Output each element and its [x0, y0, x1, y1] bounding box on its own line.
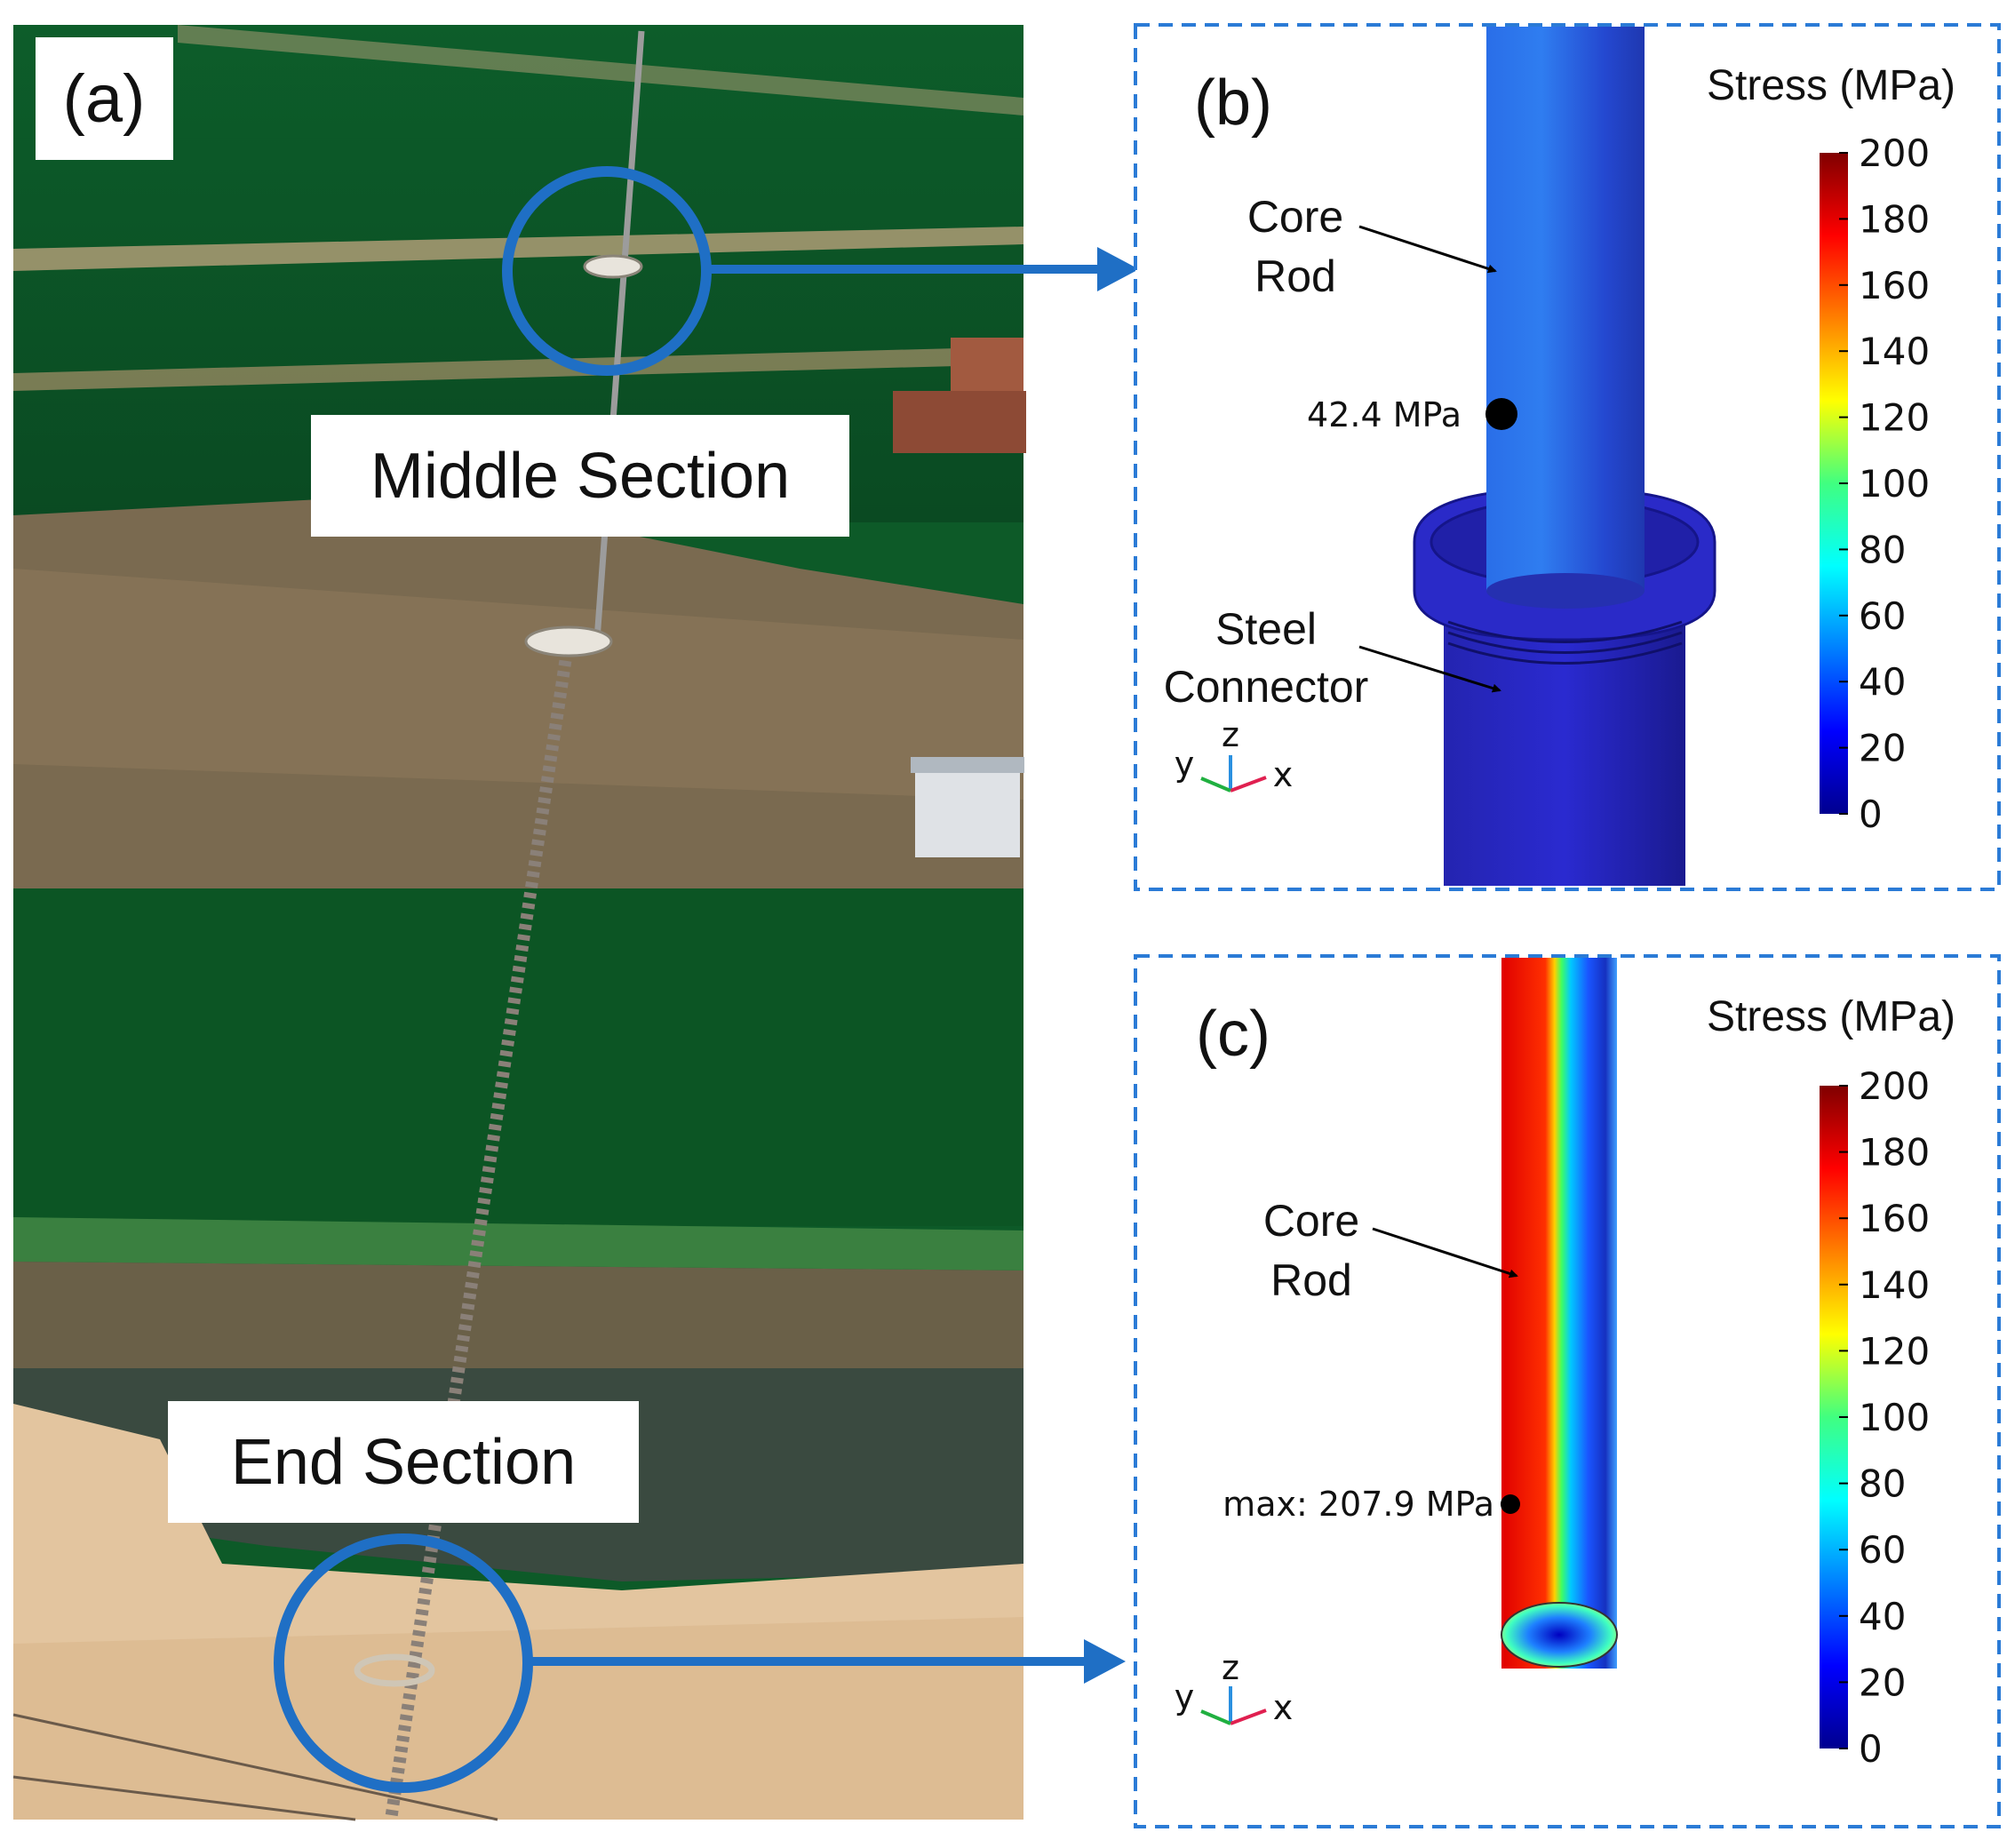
panel-b-core-rod-pointer [1358, 225, 1497, 274]
panel-c-colorbar-tick-label: 180 [1859, 1131, 1930, 1175]
panel-c-colorbar-tick-label: 100 [1859, 1396, 1930, 1439]
small-building [915, 764, 1020, 857]
connector-groove [1447, 620, 1683, 643]
panel-b-colorbar-tick-label: 140 [1859, 330, 1930, 373]
panel-b-steel-connector-label-line1: Steel [1215, 604, 1317, 654]
hill-texture [13, 569, 1023, 800]
panel-c-core-rod [1501, 958, 1617, 1669]
axis-y-label: y [1175, 1677, 1195, 1717]
panel-c-core-rod-end [1501, 1602, 1618, 1668]
panel-c-label: (c) [1196, 999, 1270, 1070]
panel-b-core-rod-label-line1: Core [1247, 192, 1343, 242]
panel-c-colorbar-tick-label: 0 [1859, 1727, 1883, 1771]
house [893, 391, 1026, 453]
panel-c-core-rod-pointer [1372, 1227, 1518, 1278]
panel-b-colorbar-tick-label: 180 [1859, 197, 1930, 241]
panel-b-colorbar-tick-label: 200 [1859, 131, 1930, 175]
field-path [13, 346, 1023, 391]
panel-c-colorbar-tick-label: 160 [1859, 1197, 1930, 1240]
panel-c-core-rod-label-line1: Core [1263, 1196, 1359, 1246]
core-rod-through [1486, 444, 1645, 591]
connector-groove [1447, 641, 1683, 665]
panel-b-colorbar-tick-label: 60 [1859, 594, 1906, 638]
panel-b-core-rod-label-line2: Rod [1254, 251, 1336, 301]
panel-b-colorbar-tick-label: 40 [1859, 660, 1906, 704]
power-line [12, 1713, 498, 1821]
grading-ring-top [583, 254, 643, 279]
middle-section-arrowhead [1097, 247, 1139, 291]
panel-c-colorbar-tick-label: 20 [1859, 1661, 1906, 1704]
axis-z-label: z [1222, 1648, 1239, 1687]
insulator-string [385, 638, 575, 1821]
panel-b-label: (b) [1194, 68, 1272, 139]
insulator-rod [593, 30, 645, 641]
panel-b-probe-point [1485, 398, 1517, 430]
power-line [12, 1775, 356, 1821]
end-section-arrowhead [1084, 1639, 1126, 1684]
panel-a-label-box [36, 37, 173, 160]
panel-b-colorbar-tick-label: 20 [1859, 727, 1906, 770]
end-section-label-box [168, 1401, 639, 1523]
field-path [13, 227, 1023, 271]
axis-z-label: z [1222, 715, 1239, 754]
panel-c-colorbar-tick-label: 40 [1859, 1595, 1906, 1638]
panel-c-legend-title: Stress (MPa) [1707, 993, 1955, 1040]
panel-c-colorbar-tick-label: 140 [1859, 1263, 1930, 1307]
panel-c-core-rod-label-line2: Rod [1270, 1255, 1352, 1305]
axis-y-label: y [1175, 745, 1195, 784]
field-path [178, 25, 1023, 116]
panel-b-legend-title: Stress (MPa) [1707, 62, 1955, 109]
panel-b-colorbar-tick-label: 80 [1859, 528, 1906, 571]
middle-section-label: Middle Section [370, 441, 790, 512]
connector-groove [1447, 631, 1683, 654]
panel-b-colorbar-tick-label: 120 [1859, 396, 1930, 440]
core-rod-shadow [1486, 573, 1645, 609]
axis-x-label: x [1273, 1688, 1294, 1727]
panel-c-colorbar-tick-label: 80 [1859, 1462, 1906, 1506]
panel-c-probe-value: max: 207.9 MPa [1223, 1485, 1494, 1524]
shrub-band [13, 1262, 1023, 1368]
panel-c-colorbar-tick-label: 60 [1859, 1528, 1906, 1572]
end-section-label: End Section [231, 1427, 576, 1498]
panel-c-probe-point [1501, 1494, 1520, 1514]
axis-x-label: x [1273, 755, 1294, 794]
steel-connector-body [1444, 604, 1685, 886]
panel-b-steel-connector-label-line2: Connector [1164, 662, 1369, 712]
panel-b-colorbar-tick-label: 100 [1859, 462, 1930, 506]
grading-ring-middle [524, 625, 613, 657]
panel-c-axes-triad: z x y [1175, 1648, 1294, 1727]
panel-b-colorbar-tick-label: 0 [1859, 793, 1883, 836]
panel-b-colorbar-tick-label: 160 [1859, 264, 1930, 307]
field-edge [13, 1217, 1023, 1270]
panel-c-colorbar-tick-label: 200 [1859, 1064, 1930, 1108]
field-middle [13, 888, 1023, 1226]
grading-ring-end [354, 1653, 435, 1687]
panel-b-probe-value: 42.4 MPa [1307, 395, 1461, 434]
panel-c-colorbar-tick-label: 120 [1859, 1329, 1930, 1373]
panel-b-axes-triad: z x y [1175, 715, 1294, 794]
small-building-roof [911, 757, 1024, 773]
panel-a-photo [12, 25, 1026, 1821]
middle-section-label-box [311, 415, 849, 537]
panel-b-steel-connector-pointer [1358, 645, 1501, 693]
panel-a-label: (a) [63, 61, 146, 137]
